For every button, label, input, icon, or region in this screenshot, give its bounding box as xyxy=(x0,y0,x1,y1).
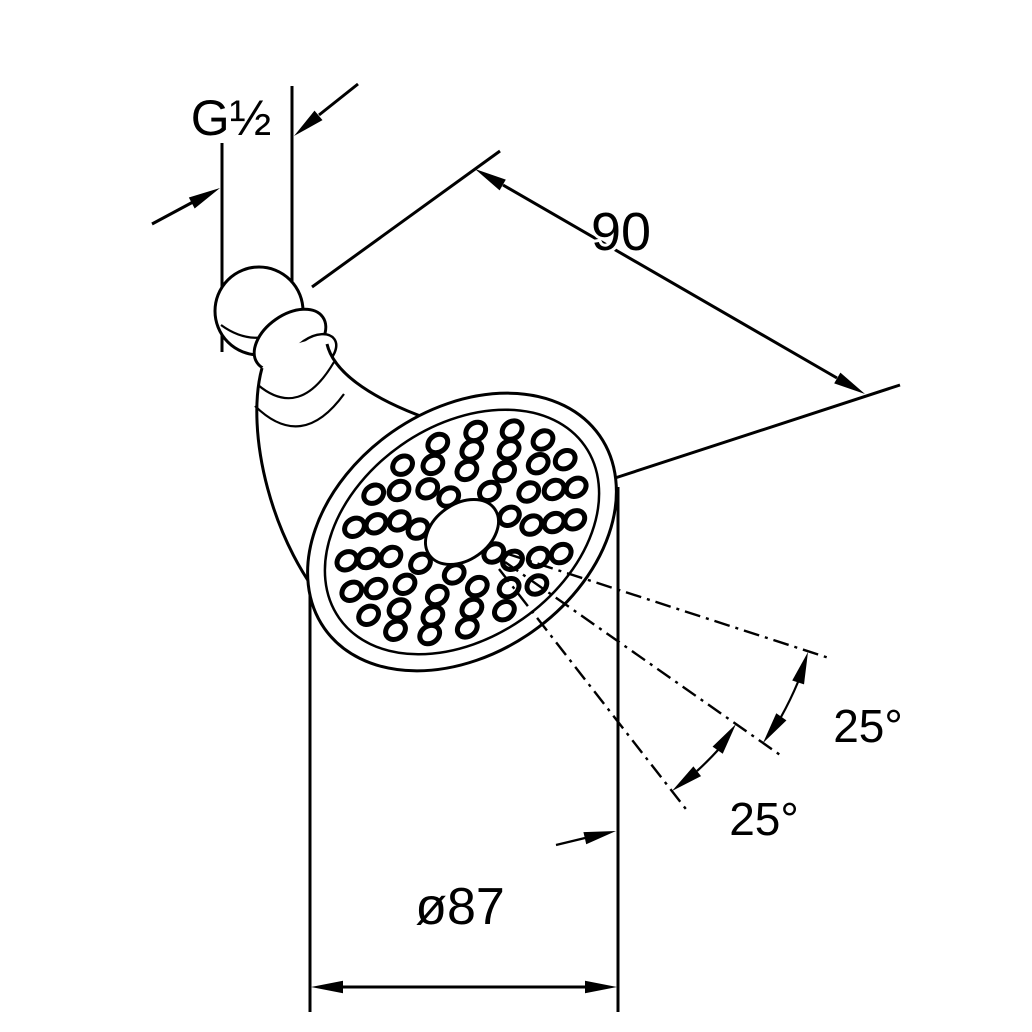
spray-angle-dimension xyxy=(498,552,833,847)
nozzle-dot xyxy=(548,541,574,566)
arrowhead xyxy=(712,724,736,754)
nozzle-dot xyxy=(497,504,522,529)
nozzle-dot xyxy=(492,459,517,484)
length-extension-line-bottom xyxy=(614,383,901,480)
arrowhead xyxy=(311,980,343,994)
nozzle-dot xyxy=(496,438,522,462)
nozzle-dot xyxy=(563,475,589,500)
center-opening xyxy=(424,498,500,566)
nozzle-dot xyxy=(496,575,522,600)
nozzle-dot xyxy=(405,517,431,541)
nozzle-dot xyxy=(425,431,451,456)
thread-arrow-shaft-left xyxy=(151,200,194,226)
diameter-label: ø87 xyxy=(415,878,505,936)
nozzle-dot xyxy=(386,478,412,503)
length-label: 90 xyxy=(591,202,651,262)
angle-arc-upper xyxy=(780,681,800,718)
length-extension-line-top xyxy=(311,149,501,289)
arrowhead xyxy=(763,713,787,743)
nozzle-dot xyxy=(390,453,415,477)
spray-axis-upper xyxy=(507,552,833,661)
nozzle-dot xyxy=(477,479,502,504)
arrowhead xyxy=(834,372,865,394)
nozzle-dot xyxy=(417,622,443,647)
length-dimension xyxy=(311,149,901,480)
nozzle-dot xyxy=(541,510,567,535)
thread-label: G½ xyxy=(191,90,272,146)
arrowhead xyxy=(585,980,617,994)
nozzle-dot xyxy=(562,508,588,532)
nozzle-dot xyxy=(363,512,389,536)
bell-contour-2 xyxy=(254,393,345,428)
spray-angle-label-upper: 25° xyxy=(833,700,903,752)
arrowhead xyxy=(583,831,616,845)
nozzle-dot xyxy=(356,603,381,628)
arrowhead xyxy=(672,766,702,791)
shower-head xyxy=(213,265,618,673)
bell-contour-1 xyxy=(257,361,335,400)
spray-axis-lower xyxy=(498,568,690,814)
nozzle-dot xyxy=(454,458,480,483)
nozzle-dot xyxy=(459,596,485,621)
nozzle-dot xyxy=(492,598,517,623)
nozzle-dot xyxy=(454,616,480,640)
nozzle-dot xyxy=(408,551,433,576)
arrowhead xyxy=(475,169,506,191)
nozzle-dot xyxy=(463,419,489,444)
nozzle-dot xyxy=(541,477,567,502)
nozzle-dot xyxy=(530,428,556,452)
nozzle-dot xyxy=(525,451,551,476)
nozzle-dot xyxy=(386,509,412,533)
nozzle-dot xyxy=(464,574,490,599)
arrowhead xyxy=(188,188,220,209)
arrowhead xyxy=(792,652,808,685)
nozzle-dot xyxy=(342,515,367,540)
nozzle-dot xyxy=(420,452,446,477)
nozzle-dot xyxy=(383,618,408,643)
nozzle-dot xyxy=(499,418,525,442)
spray-axis-middle xyxy=(504,561,784,758)
diameter-dimension xyxy=(308,487,620,1012)
spray-angle-label-lower: 25° xyxy=(729,793,799,845)
length-dimension-line xyxy=(502,183,838,380)
nozzle-dot xyxy=(339,579,365,604)
nozzle-dot xyxy=(386,597,412,621)
nozzle-dot xyxy=(459,438,485,462)
reference-arrow-shaft xyxy=(555,836,586,847)
nozzle-dot xyxy=(552,447,578,472)
nozzle-dot xyxy=(378,544,404,569)
arrowhead xyxy=(294,110,323,136)
nozzle-dot xyxy=(361,482,387,506)
face-plate-rim xyxy=(323,408,601,656)
nozzle-dot xyxy=(355,546,381,571)
nozzle-dot xyxy=(420,604,446,628)
nozzle-dot xyxy=(415,477,441,501)
nozzle-dot xyxy=(424,583,450,608)
thread-arrow-shaft-right xyxy=(318,82,359,117)
nozzle-dot xyxy=(441,562,467,586)
nozzle-dot xyxy=(392,572,418,597)
nozzle-dot xyxy=(334,549,360,573)
angle-arc-lower xyxy=(696,749,719,772)
nozzle-dots xyxy=(334,418,589,647)
nozzle-dot xyxy=(363,576,389,601)
nozzle-dot xyxy=(519,513,545,537)
nozzle-dot xyxy=(516,480,542,504)
